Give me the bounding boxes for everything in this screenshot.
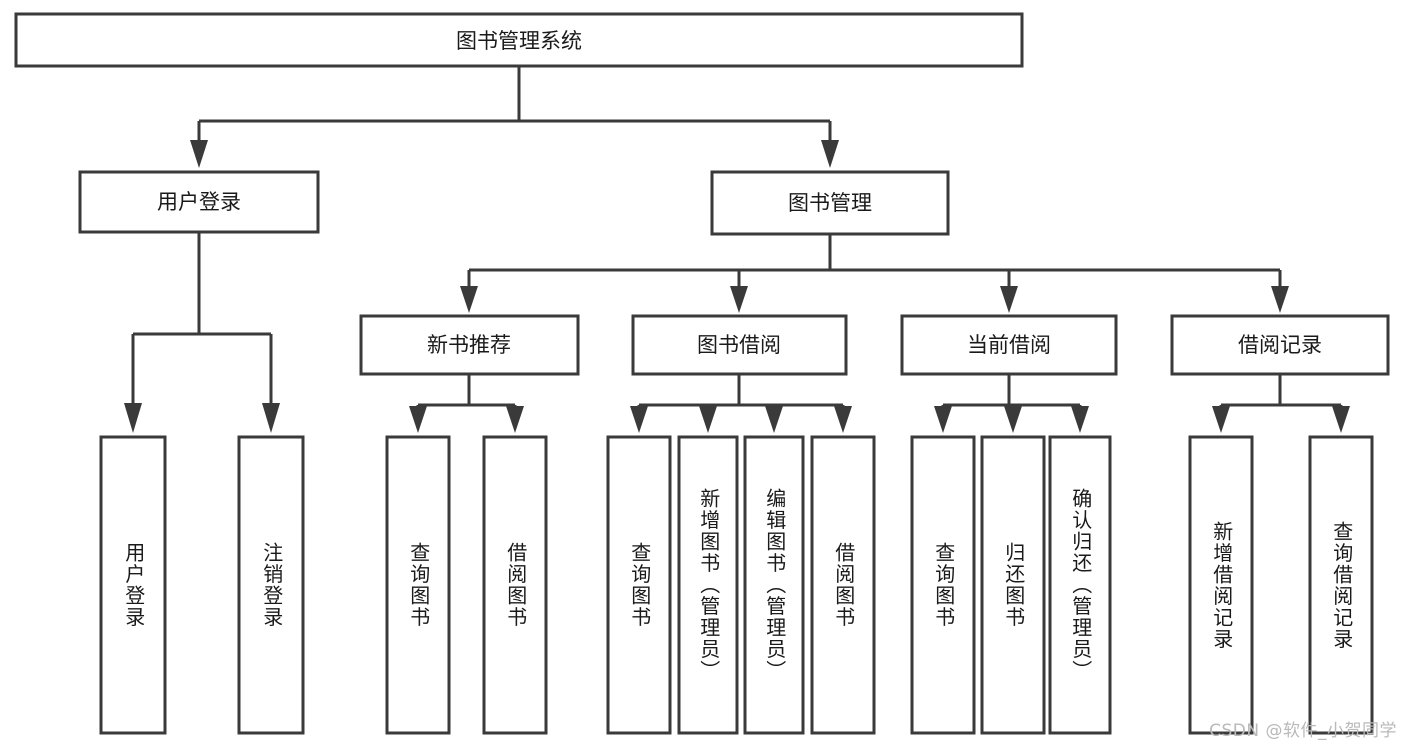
node-label-new-book-recommend: 新书推荐 xyxy=(427,333,511,357)
node-label-user-login: 用户登录 xyxy=(157,190,241,214)
arrow-head-new-book-recommend xyxy=(460,286,478,313)
node-box-leaf-add-record[interactable] xyxy=(1188,435,1254,735)
node-label-borrow-record: 借阅记录 xyxy=(1238,333,1322,357)
arrow-head-leaf-add-book xyxy=(699,406,717,433)
arrow-head-leaf-query-record xyxy=(1332,406,1350,433)
node-box-leaf-borrow-book-2[interactable] xyxy=(810,435,876,735)
watermark-text: CSDN @软件_小贺同学 xyxy=(1209,721,1397,741)
arrow-head-leaf-borrow-book-1 xyxy=(506,406,524,433)
node-label-current-borrow: 当前借阅 xyxy=(967,333,1051,357)
node-box-leaf-borrow-book-1[interactable] xyxy=(482,435,548,735)
arrow-head-current-borrow xyxy=(1000,286,1018,313)
node-box-leaf-user-login[interactable] xyxy=(99,435,167,735)
arrow-head-leaf-return-book xyxy=(1004,406,1022,433)
node-box-user-login[interactable] xyxy=(78,170,320,234)
node-label-book-manage: 图书管理 xyxy=(788,191,872,215)
node-box-leaf-logout[interactable] xyxy=(237,435,305,735)
node-box-current-borrow[interactable] xyxy=(900,314,1118,376)
connector-group-current-borrow xyxy=(934,374,1089,433)
node-box-leaf-query-record[interactable] xyxy=(1308,435,1374,735)
connector-group-user-login xyxy=(124,232,280,433)
node-box-leaf-query-book-2[interactable] xyxy=(606,435,672,735)
connector-group-book-manage xyxy=(460,234,1289,313)
node-label-book-borrow: 图书借阅 xyxy=(697,333,781,357)
arrow-head-leaf-add-record xyxy=(1212,406,1230,433)
arrow-head-leaf-logout xyxy=(262,403,280,433)
arrow-head-leaf-query-book-3 xyxy=(934,406,952,433)
node-box-borrow-record[interactable] xyxy=(1170,314,1390,376)
arrow-head-leaf-query-book-1 xyxy=(409,406,427,433)
arrow-head-leaf-borrow-book-2 xyxy=(834,406,852,433)
arrow-head-user-login xyxy=(190,140,208,168)
connector-group-new-book-recommend xyxy=(409,374,524,433)
connector-group-book-borrow xyxy=(630,374,852,433)
node-box-book-borrow[interactable] xyxy=(631,314,848,376)
node-box-leaf-query-book-3[interactable] xyxy=(910,435,976,735)
node-box-leaf-confirm-return[interactable] xyxy=(1048,435,1112,735)
node-box-leaf-add-book[interactable] xyxy=(677,435,739,735)
arrow-head-leaf-query-book-2 xyxy=(630,406,648,433)
node-box-leaf-edit-book[interactable] xyxy=(743,435,805,735)
arrow-head-leaf-user-login xyxy=(124,403,142,433)
node-box-book-manage[interactable] xyxy=(710,170,950,236)
arrow-head-book-manage xyxy=(821,140,839,168)
node-box-leaf-return-book[interactable] xyxy=(980,435,1046,735)
connector-group-borrow-record xyxy=(1212,374,1350,433)
arrow-head-leaf-edit-book xyxy=(765,406,783,433)
node-box-new-book-recommend[interactable] xyxy=(359,314,580,376)
node-label-root: 图书管理系统 xyxy=(456,29,582,53)
node-box-leaf-query-book-1[interactable] xyxy=(385,435,451,735)
leaf-box-group xyxy=(99,435,1374,735)
node-box-root[interactable] xyxy=(14,12,1024,68)
arrow-head-borrow-record xyxy=(1271,286,1289,313)
connector-group-root xyxy=(190,66,839,168)
arrow-head-leaf-confirm-return xyxy=(1071,406,1089,433)
arrow-head-book-borrow xyxy=(730,286,748,313)
